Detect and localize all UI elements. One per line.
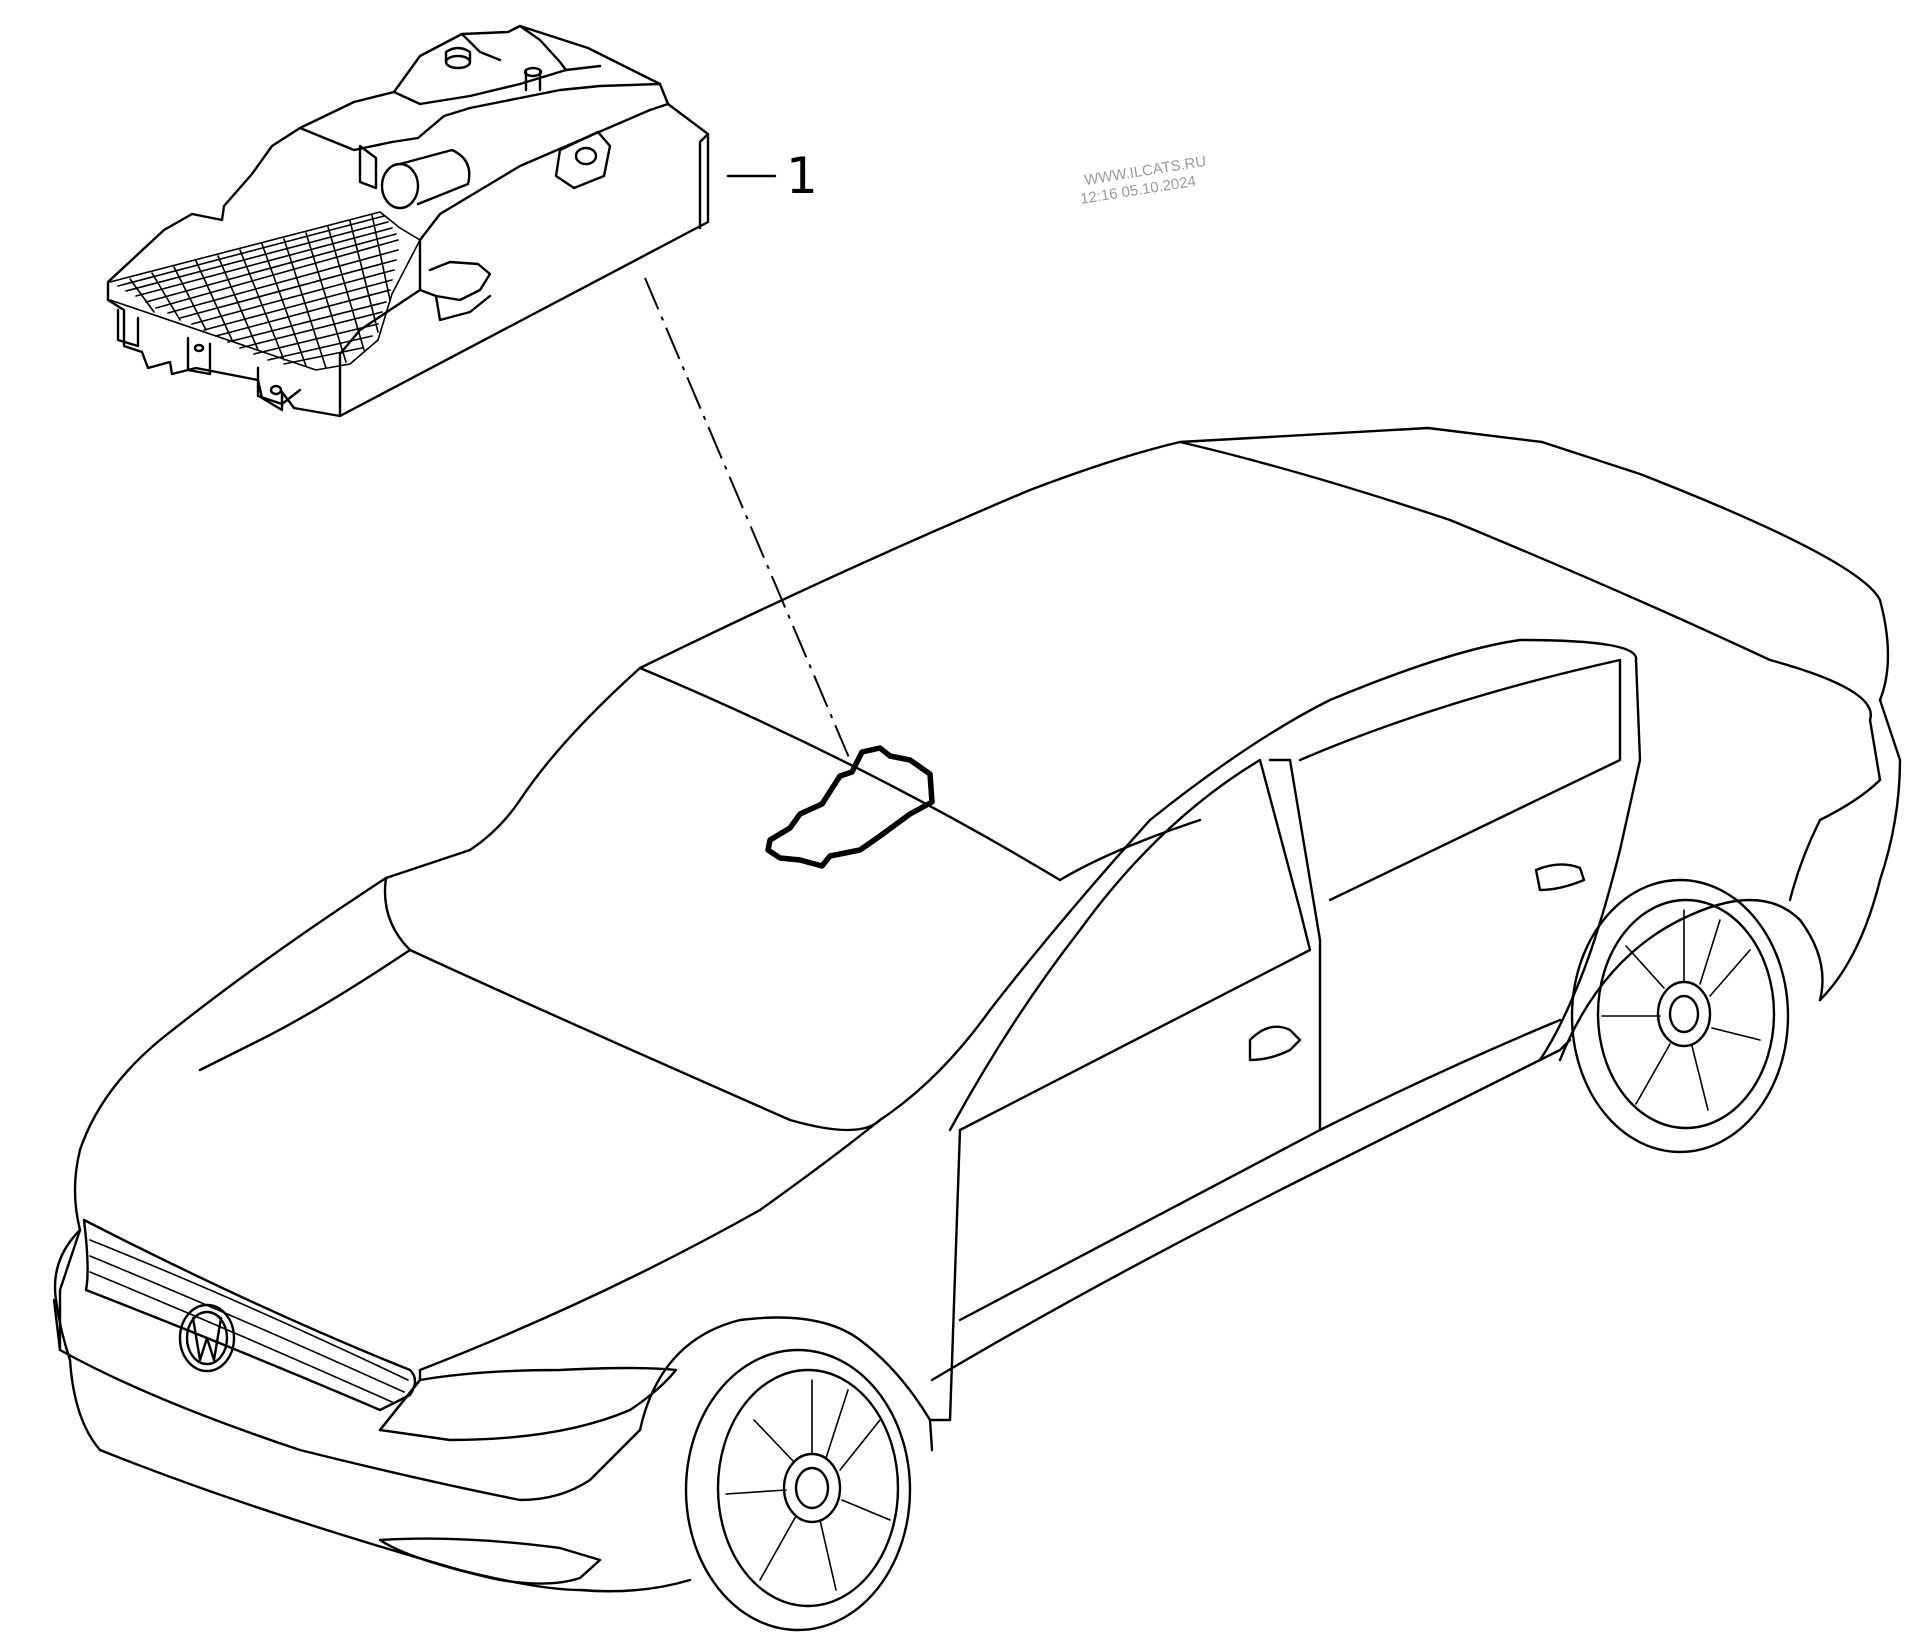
sedan-car-icon bbox=[52, 426, 1902, 1632]
location-pointer-line bbox=[644, 277, 851, 761]
vw-logo-icon bbox=[178, 1303, 236, 1373]
callout-number-1[interactable]: 1 bbox=[786, 147, 818, 205]
control-unit-grid bbox=[117, 214, 399, 369]
watermark: WWW.ILCATS.RU 12:16 05.10.2024 bbox=[1079, 153, 1207, 208]
control-unit-icon[interactable] bbox=[106, 24, 710, 418]
control-unit-location-marker[interactable] bbox=[765, 745, 935, 869]
